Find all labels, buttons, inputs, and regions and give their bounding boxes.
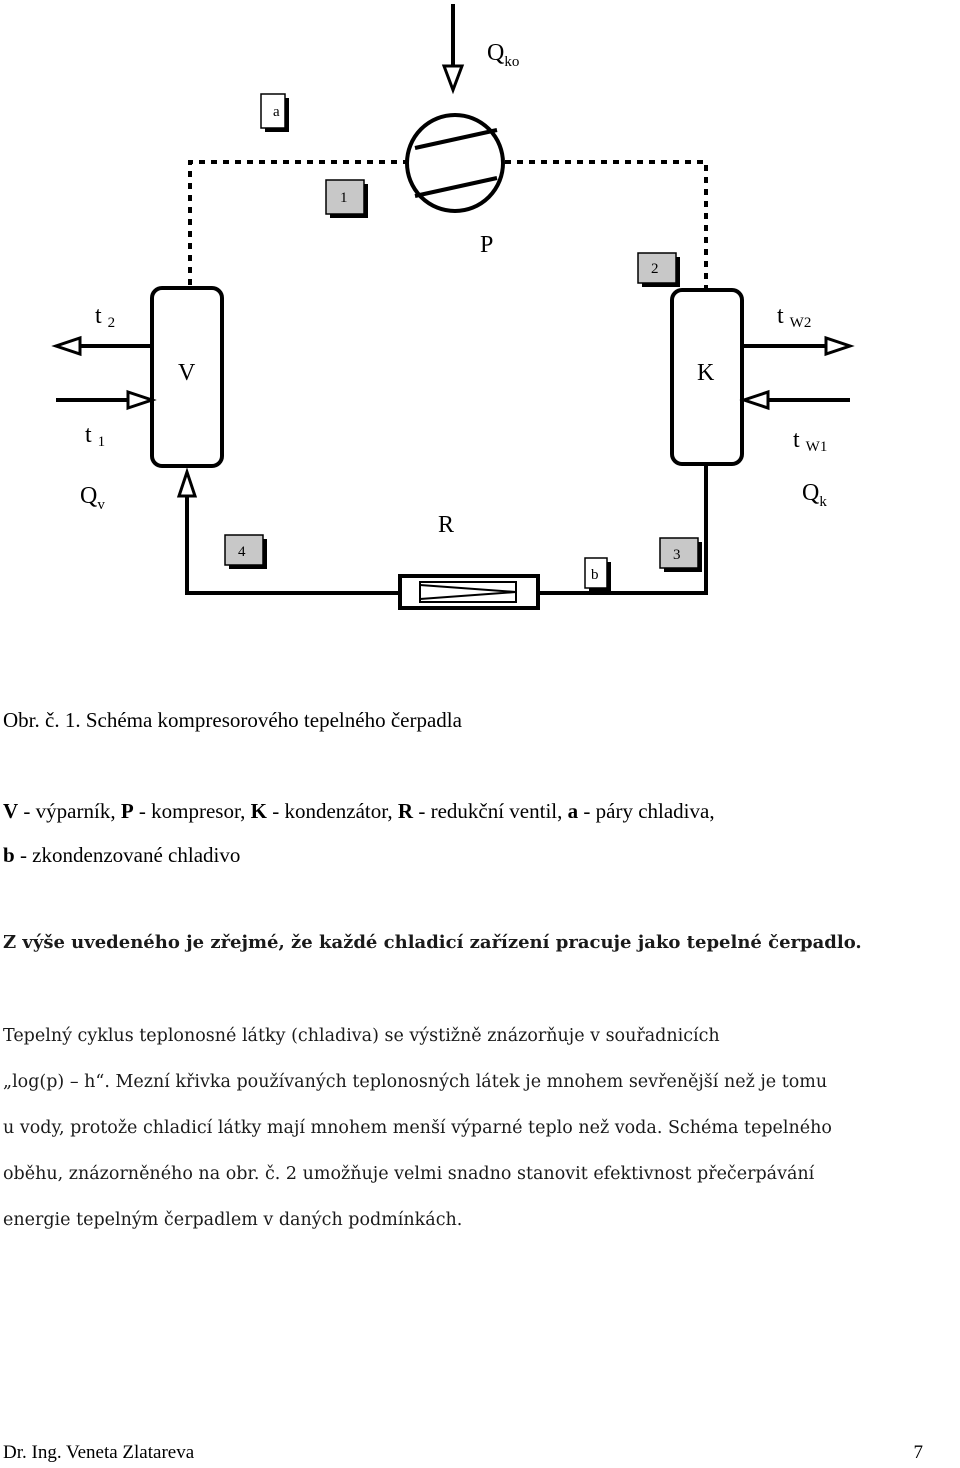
- condenser-label: K: [697, 360, 715, 386]
- conclusion-statement: Z výše uvedeného je zřejmé, že každé chl…: [3, 932, 862, 953]
- tw1-arrow: [739, 389, 850, 411]
- label-a-box: a: [260, 93, 289, 132]
- footer-author: Dr. Ing. Veneta Zlatareva: [3, 1442, 195, 1463]
- paragraph-line: u vody, protože chladicí látky mají mnoh…: [3, 1118, 832, 1138]
- state-box-4: 4: [224, 534, 267, 569]
- label-b-box: b: [584, 557, 611, 592]
- page-number: 7: [913, 1442, 924, 1463]
- legend-line-2: b - zkondenzované chladivo: [3, 843, 241, 867]
- expansion-valve: [398, 574, 540, 610]
- liquid-line: [185, 466, 708, 595]
- paragraph-line: „log(p) – h“. Mezní křivka používaných t…: [3, 1072, 828, 1092]
- tw2-arrow: [744, 335, 855, 357]
- legend-line-1: V - výparník, P - kompresor, K - kondenz…: [3, 799, 715, 823]
- condenser: [670, 288, 744, 466]
- body-paragraph: Tepelný cyklus teplonosné látky (chladiv…: [3, 1013, 960, 1243]
- paragraph-line: oběhu, znázorněného na obr. č. 2 umožňuj…: [3, 1164, 815, 1184]
- heat-left-label: Qv: [80, 483, 105, 513]
- svg-text:1: 1: [340, 190, 348, 206]
- heat-input-arrow: [441, 4, 465, 95]
- state-box-3: 3: [659, 537, 702, 572]
- evaporator: [150, 286, 224, 468]
- t1-arrow: [56, 389, 157, 411]
- compressor: [405, 113, 505, 213]
- compressor-label: P: [480, 232, 493, 258]
- state-box-2: 2: [637, 252, 680, 287]
- svg-text:a: a: [273, 104, 280, 120]
- figure-caption: Obr. č. 1. Schéma kompresorového tepelné…: [3, 708, 462, 732]
- evaporator-label: V: [178, 360, 196, 386]
- svg-text:4: 4: [238, 544, 246, 560]
- state-box-1: 1: [325, 179, 368, 218]
- svg-text:b: b: [591, 567, 599, 583]
- svg-text:3: 3: [673, 547, 681, 563]
- heat-top-label: Qko: [487, 40, 519, 70]
- t2-arrow: [51, 335, 150, 357]
- paragraph-line: energie tepelným čerpadlem v daných podm…: [3, 1210, 463, 1230]
- evaporator-inlet-arrow: [176, 467, 198, 498]
- vapour-line: [188, 160, 708, 290]
- heat-right-label: Qk: [802, 480, 827, 510]
- paragraph-line: Tepelný cyklus teplonosné látky (chladiv…: [3, 1026, 720, 1046]
- valve-label: R: [438, 512, 454, 538]
- svg-text:2: 2: [651, 261, 659, 277]
